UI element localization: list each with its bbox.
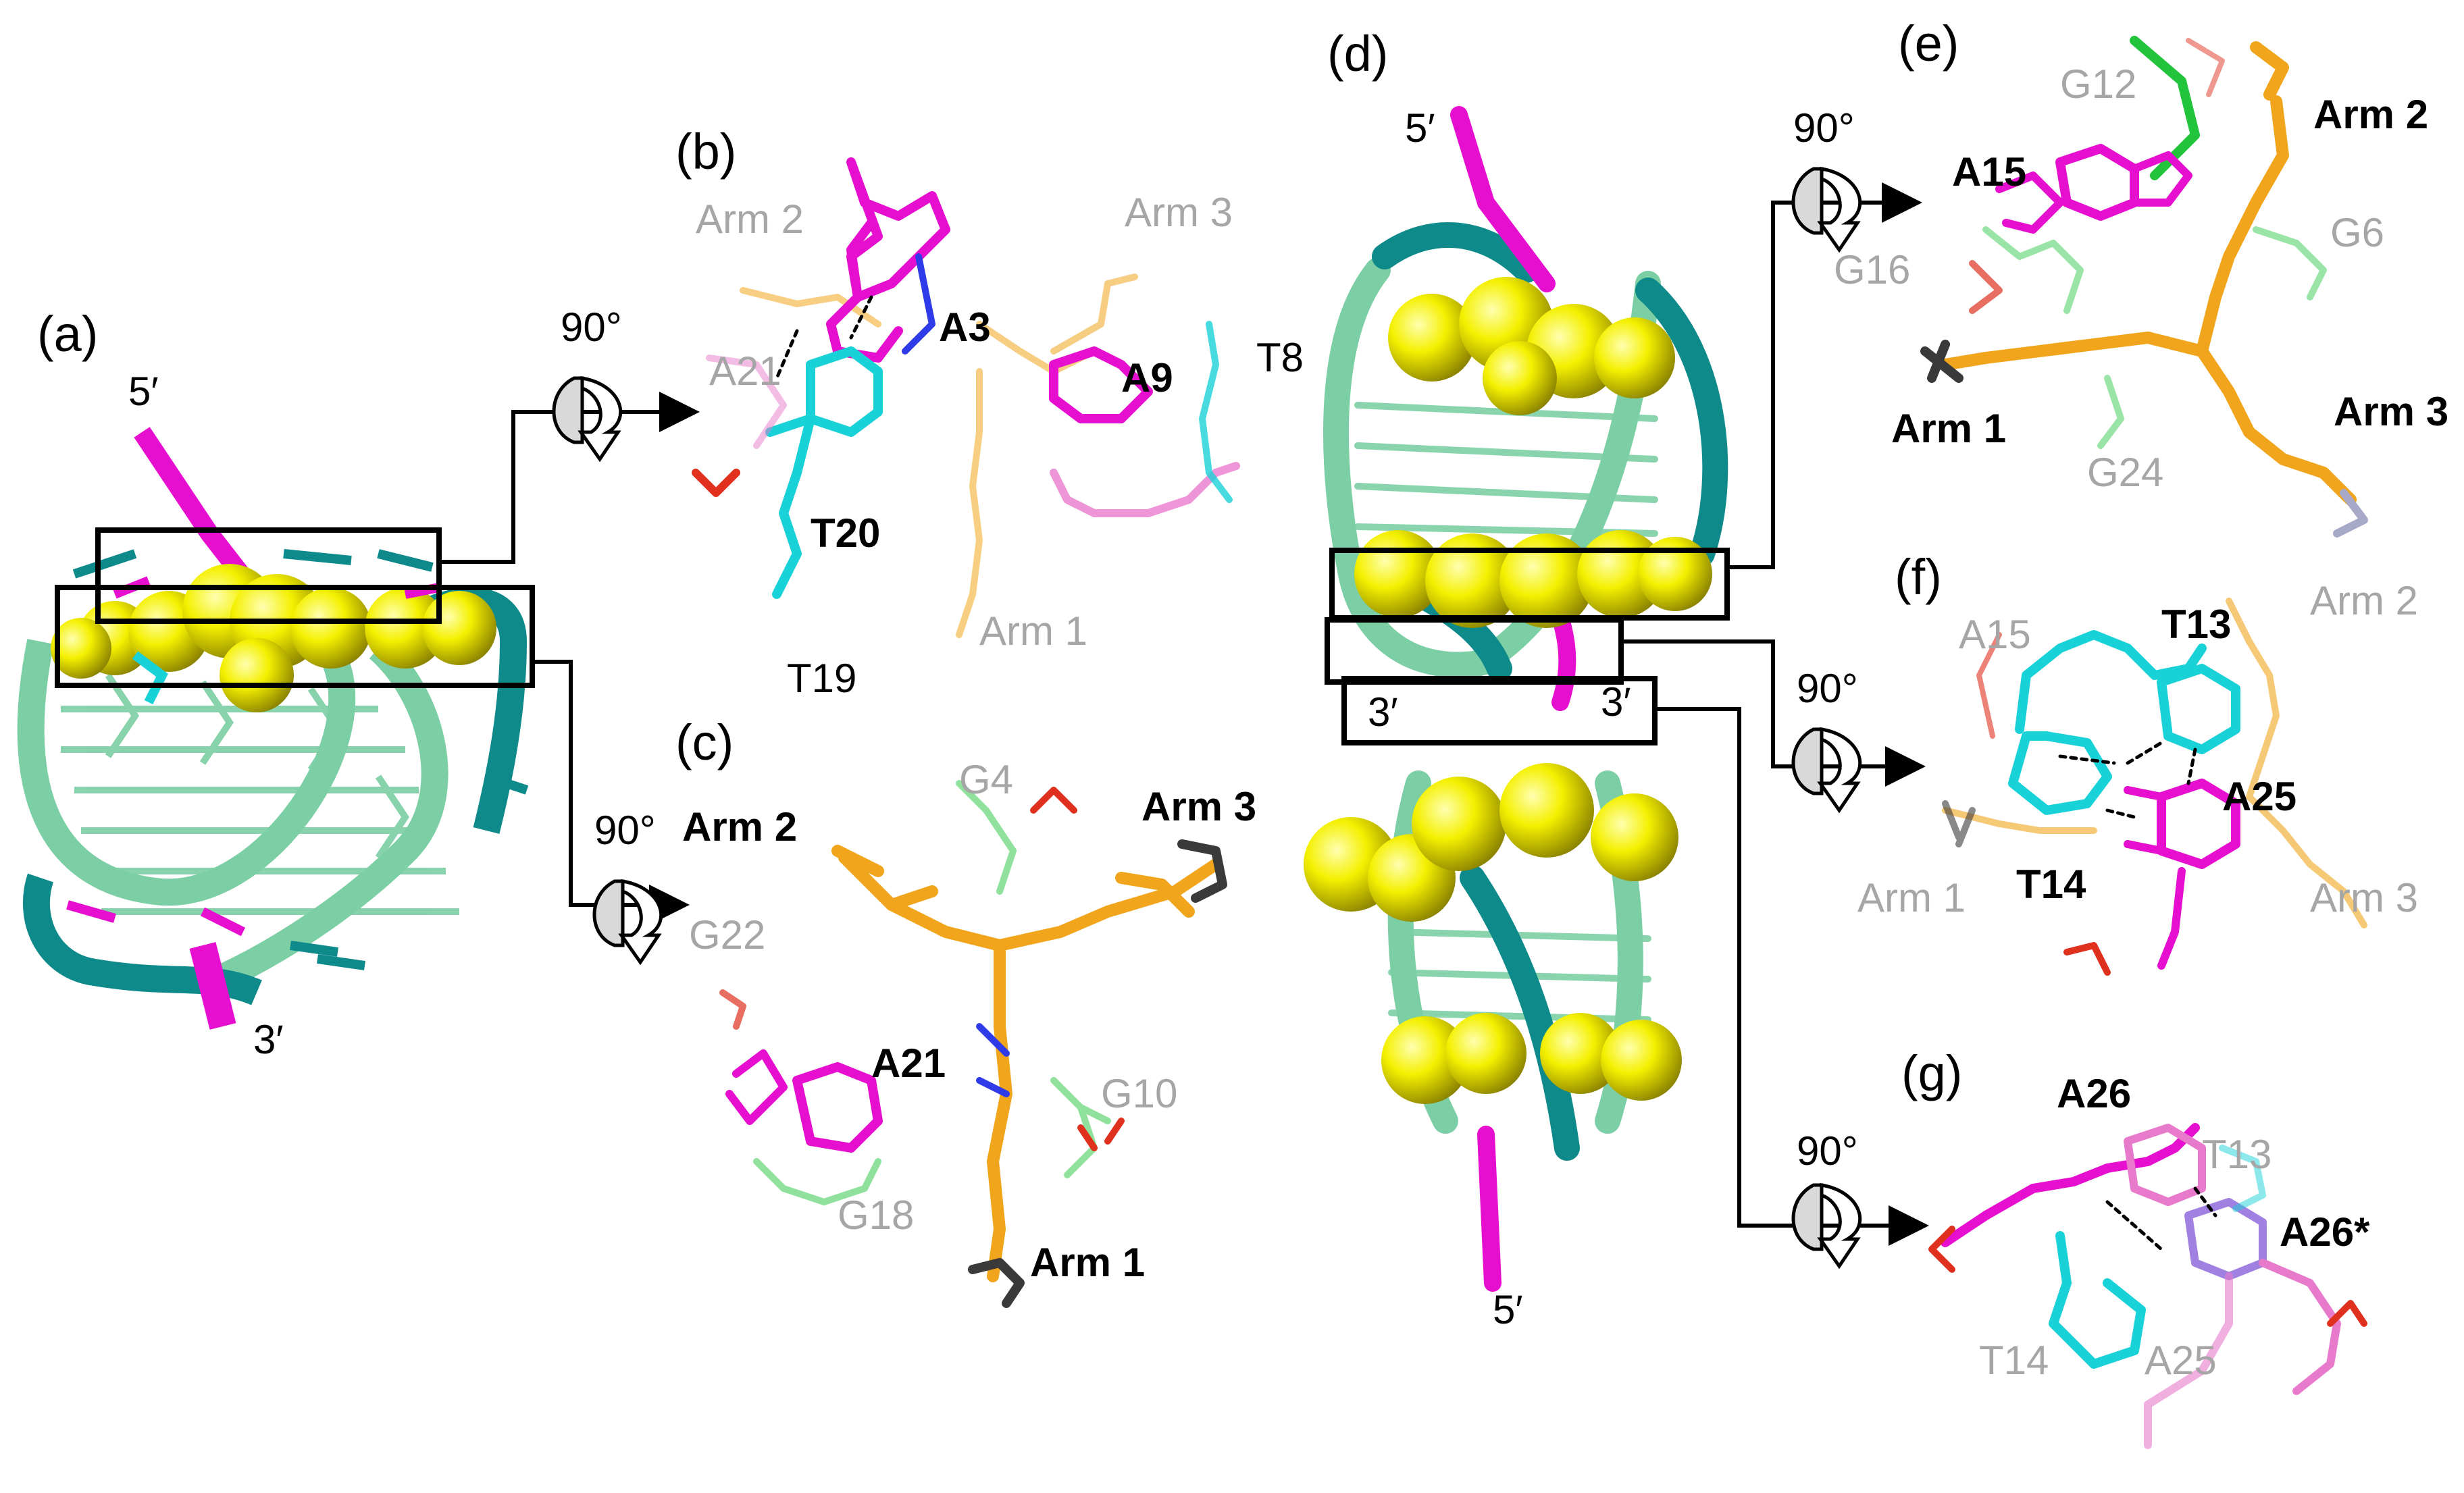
panel-c-arm1: Arm 1 <box>1030 1240 1145 1285</box>
panel-g-a25: A25 <box>2145 1338 2217 1383</box>
panel-e: (e) G12 Arm 2 A15 G16 G <box>1834 16 2448 538</box>
panel-g-a26: A26 <box>2057 1071 2131 1116</box>
panel-d: (d) 5′ 3′ 3′ 5′ <box>1304 26 1929 1332</box>
panel-d-letter: (d) <box>1327 26 1388 82</box>
panel-f-arm3: Arm 3 <box>2310 875 2418 920</box>
panel-b-t20: T20 <box>811 510 880 556</box>
panel-g-a26-star: A26* <box>2280 1209 2370 1255</box>
rotation-label-c: 90° <box>594 808 656 853</box>
panel-c-a21: A21 <box>871 1041 946 1086</box>
panel-c-structure <box>719 780 1227 1308</box>
panel-g-letter: (g) <box>1901 1045 1962 1101</box>
panel-b-a9: A9 <box>1121 355 1173 400</box>
panel-e-g24: G24 <box>2087 450 2163 495</box>
panel-c-g18: G18 <box>838 1193 914 1238</box>
panel-f-t14: T14 <box>2016 862 2086 907</box>
panel-b-t19: T19 <box>787 656 856 701</box>
panel-e-structure <box>1920 36 2368 538</box>
panel-a-structure <box>17 427 535 1030</box>
panel-c-arm2: Arm 2 <box>682 804 797 849</box>
rotation-label-b: 90° <box>561 305 622 350</box>
panel-b-structure <box>692 157 1240 638</box>
panel-e-g6: G6 <box>2330 210 2384 255</box>
panel-b-t8: T8 <box>1256 335 1304 380</box>
rotation-icon-c <box>594 881 661 962</box>
panel-a-bottom-layer-box <box>55 585 535 688</box>
panel-b-a21: A21 <box>709 348 781 394</box>
connector-d-to-f <box>1621 639 1926 787</box>
panel-c-g22: G22 <box>689 912 765 958</box>
panel-b: (b) Arm 2 <box>675 124 1304 701</box>
panel-f-a15: A15 <box>1959 612 2031 657</box>
panel-a-top-layer-box <box>95 527 442 624</box>
panel-a-letter: (a) <box>37 306 98 362</box>
rotation-label-g: 90° <box>1797 1128 1858 1174</box>
panel-e-letter: (e) <box>1898 16 1959 72</box>
panel-f: (f) A15 T13 Arm 2 A25 Arm 1 T14 Arm 3 <box>1857 549 2418 976</box>
rotation-icon-e <box>1793 169 1860 250</box>
panel-c-letter: (c) <box>675 714 734 770</box>
panel-d-box-t13-layer <box>1325 617 1624 685</box>
panel-f-arm2: Arm 2 <box>2310 578 2418 623</box>
panel-d-3prime-left: 3′ <box>1368 689 1398 735</box>
panel-b-a3: A3 <box>939 305 991 350</box>
panel-f-structure <box>1942 598 2367 976</box>
panel-b-arm3: Arm 3 <box>1125 190 1233 235</box>
panel-e-a15: A15 <box>1952 149 2026 194</box>
panel-d-5prime-bottom: 5′ <box>1493 1287 1523 1332</box>
panel-g-t13: T13 <box>2202 1132 2272 1177</box>
panel-c-arm3: Arm 3 <box>1141 784 1256 829</box>
panel-b-arm1: Arm 1 <box>979 608 1087 654</box>
panel-c: (c) <box>675 714 1256 1308</box>
panel-e-arm3: Arm 3 <box>2334 389 2448 434</box>
panel-a-3prime-label: 3′ <box>253 1017 284 1062</box>
panel-f-a25: A25 <box>2222 774 2296 819</box>
rotation-label-e: 90° <box>1793 105 1855 151</box>
panel-c-g4: G4 <box>959 757 1013 802</box>
panel-d-5prime-top: 5′ <box>1405 105 1435 151</box>
rotation-icon-f <box>1793 729 1860 810</box>
panel-g: (g) A26 T13 A26* T14 A25 <box>1901 1045 2370 1449</box>
panel-e-arm1: Arm 1 <box>1891 406 2006 451</box>
panel-b-arm2: Arm 2 <box>696 197 804 242</box>
connector-d-to-g <box>1655 707 1929 1246</box>
panel-e-arm2: Arm 2 <box>2313 92 2428 137</box>
panel-g-t14: T14 <box>1979 1338 2049 1383</box>
panel-d-structure <box>1304 106 1730 1292</box>
panel-f-t13: T13 <box>2161 602 2231 647</box>
panel-e-g12: G12 <box>2060 61 2136 107</box>
rotation-icon-b <box>554 378 621 459</box>
panel-b-letter: (b) <box>675 124 736 180</box>
panel-f-letter: (f) <box>1895 549 1942 605</box>
rotation-label-f: 90° <box>1797 666 1858 711</box>
panel-e-g16: G16 <box>1834 247 1910 292</box>
panel-g-structure <box>1928 1123 2367 1449</box>
panel-a-5prime-label: 5′ <box>128 369 159 414</box>
panel-c-g10: G10 <box>1101 1071 1177 1116</box>
connector-a-to-c <box>532 660 690 925</box>
panel-f-arm1: Arm 1 <box>1857 875 1966 920</box>
panel-a: (a) 5′ 3′ <box>17 305 700 1062</box>
panel-d-3prime-right: 3′ <box>1601 679 1631 725</box>
